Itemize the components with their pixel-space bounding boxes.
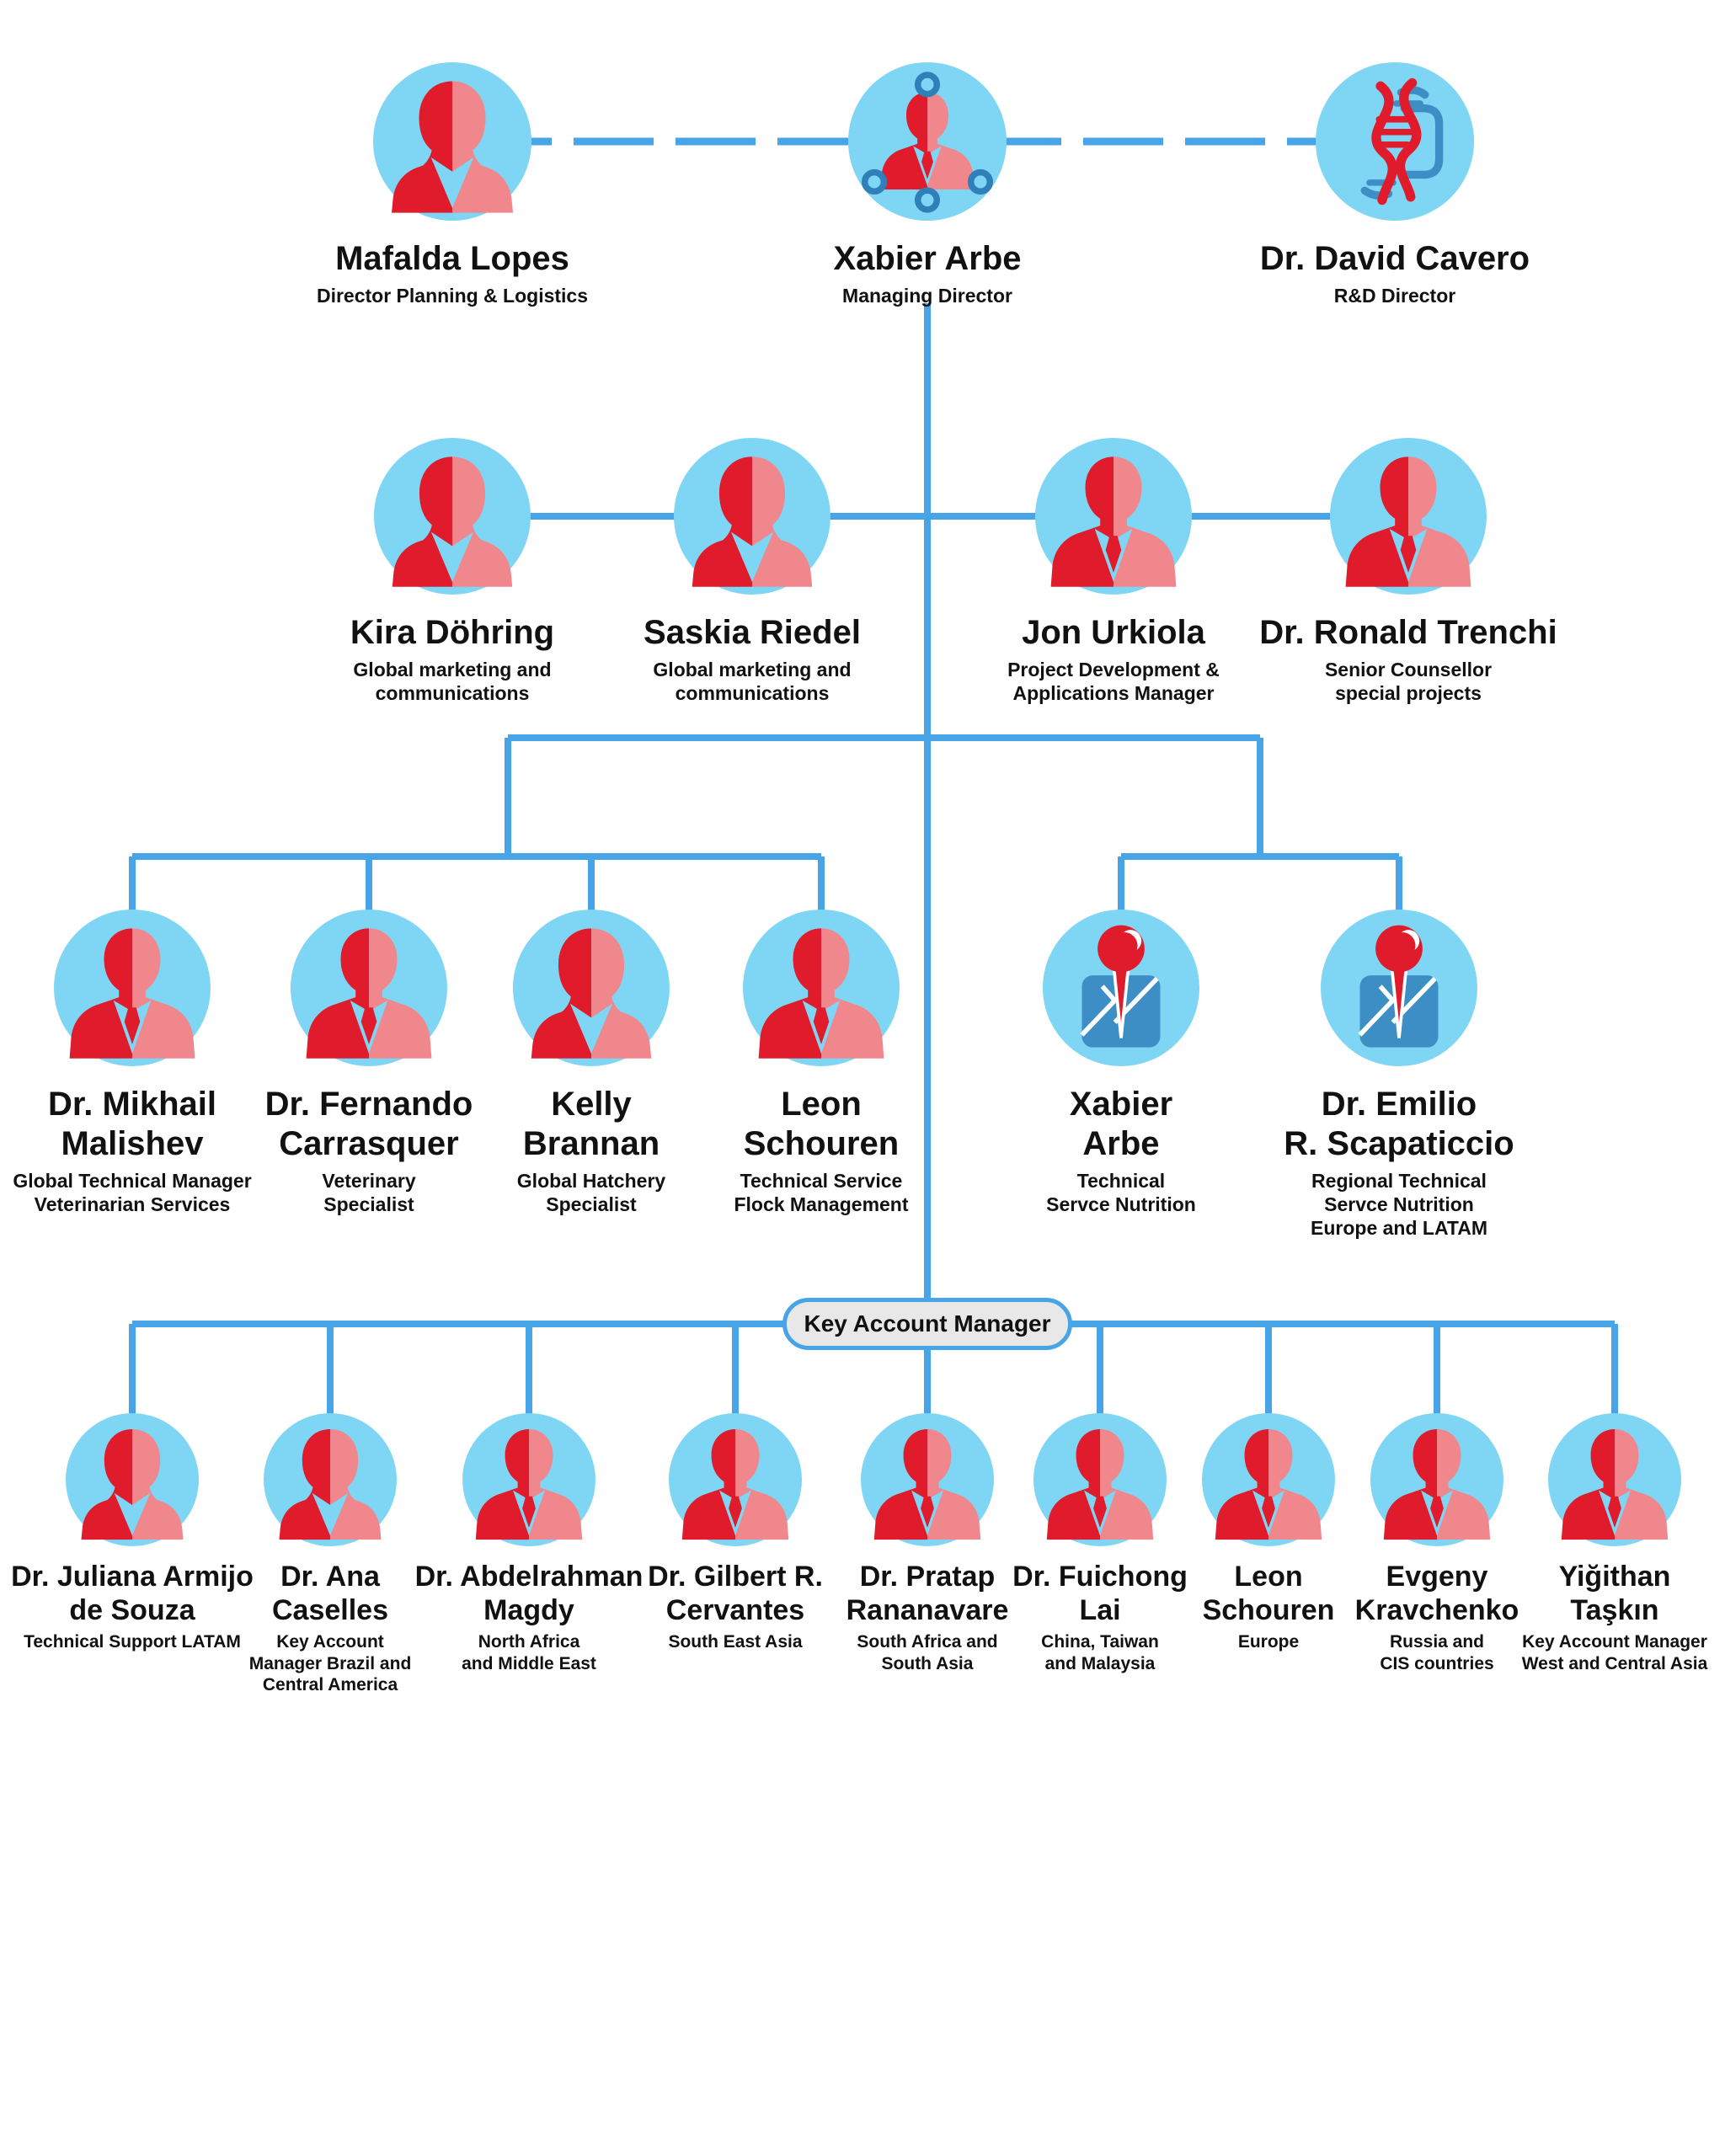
person-name: Dr. Ronald Trenchi [1259, 614, 1557, 651]
female-avatar-icon [66, 1413, 199, 1546]
male-avatar-icon [1033, 1413, 1167, 1546]
male-avatar-icon [1370, 1413, 1503, 1546]
person-name: Xabier Arbe [833, 240, 1022, 277]
male-avatar-icon [54, 910, 211, 1066]
key-account-manager-badge: Key Account Manager [782, 1298, 1072, 1350]
person-name: Kira Döhring [350, 614, 555, 651]
person-title: Managing Director [842, 285, 1012, 307]
female-avatar-icon [513, 910, 670, 1066]
dna-icon [1316, 62, 1474, 221]
male-avatar-icon [743, 910, 900, 1066]
male-avatar-icon [291, 910, 447, 1066]
network-avatar-icon [848, 62, 1007, 221]
map-pin-icon [1321, 910, 1477, 1066]
tree-lines [129, 303, 1618, 1417]
male-avatar-icon [1548, 1413, 1681, 1546]
male-avatar-icon [861, 1413, 994, 1546]
badge-label: Key Account Manager [804, 1310, 1051, 1337]
female-avatar-icon [373, 62, 531, 221]
person-title: South East Asia [668, 1632, 803, 1652]
person-title: Director Planning & Logistics [316, 285, 589, 307]
male-avatar-icon [1035, 438, 1192, 595]
person-title: R&D Director [1333, 285, 1456, 307]
map-pin-icon [1043, 910, 1199, 1066]
person-title: Project Development &Applications Manage… [1007, 659, 1220, 705]
person-name: Saskia Riedel [644, 614, 861, 651]
person-title: Technical Support LATAM [24, 1632, 241, 1652]
female-avatar-icon [674, 438, 830, 595]
female-avatar-icon [374, 438, 531, 595]
person-name: Mafalda Lopes [335, 240, 569, 277]
person-name: Dr. David Cavero [1259, 240, 1530, 277]
female-avatar-icon [264, 1413, 397, 1546]
male-avatar-icon [1330, 438, 1487, 595]
person-name: Jon Urkiola [1022, 614, 1205, 651]
male-avatar-icon [669, 1413, 802, 1546]
person-name: Dr. Gilbert R.Cervantes [648, 1561, 823, 1627]
person-title: Europe [1237, 1632, 1300, 1652]
male-avatar-icon [462, 1413, 595, 1546]
male-avatar-icon [1202, 1413, 1335, 1546]
